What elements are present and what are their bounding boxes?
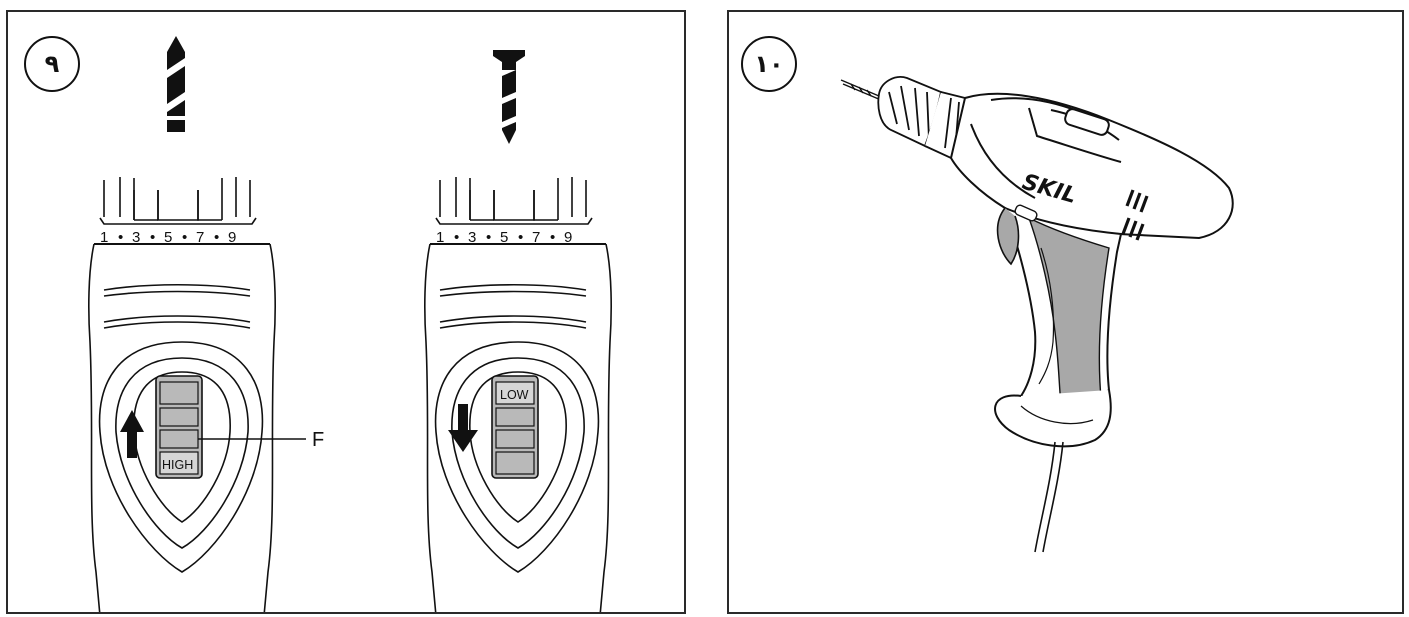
callout-label: F (312, 429, 324, 451)
vent-slots (1121, 189, 1149, 241)
figure-panel-10: ١٠ SKIL (727, 10, 1404, 614)
speed-switch-right: LOW (491, 375, 539, 479)
drill-illustration: SKIL (840, 76, 1234, 553)
drill-bit-icon (840, 79, 882, 101)
scale-mark: 5 (500, 229, 508, 246)
arrow-down-icon (448, 404, 478, 452)
scale-mark: 1 (100, 229, 108, 246)
scale-mark: 1 (436, 229, 444, 246)
torque-scale-left: 1 • 3 • 5 • 7 • 9 (100, 229, 236, 246)
scale-mark: 9 (228, 229, 236, 246)
drill-body-left (88, 177, 276, 612)
scale-mark: 3 (132, 229, 140, 246)
speed-switch-left: HIGH (155, 375, 203, 479)
scale-mark: • (454, 229, 459, 246)
scale-mark: • (182, 229, 187, 246)
figure-number-badge: ١٠ (741, 36, 797, 92)
drill-bit-icon (167, 36, 185, 132)
figure-panel-9: ٩ (6, 10, 686, 614)
torque-scale-right: 1 • 3 • 5 • 7 • 9 (436, 229, 572, 246)
scale-mark: 9 (564, 229, 572, 246)
screw-icon (493, 50, 525, 144)
power-cord (1034, 441, 1064, 553)
scale-mark: • (214, 229, 219, 246)
scale-mark: 7 (532, 229, 540, 246)
scale-mark: • (150, 229, 155, 246)
drill-body-right (424, 177, 612, 612)
drill-handle (994, 204, 1123, 448)
drill-settings-diagram: 1 • 3 • 5 • 7 • 9 HIGH F (88, 36, 612, 612)
scale-mark: • (550, 229, 555, 246)
switch-label-high: HIGH (162, 458, 193, 472)
figure-number-badge: ٩ (24, 36, 80, 92)
switch-label-low: LOW (500, 388, 529, 402)
scale-mark: • (518, 229, 523, 246)
scale-mark: 3 (468, 229, 476, 246)
scale-mark: 7 (196, 229, 204, 246)
drill-housing (949, 92, 1234, 240)
callout-f: F (198, 429, 324, 451)
scale-mark: 5 (164, 229, 172, 246)
drill-chuck (877, 76, 967, 160)
arrow-up-icon (120, 410, 144, 458)
scale-mark: • (118, 229, 123, 246)
scale-mark: • (486, 229, 491, 246)
